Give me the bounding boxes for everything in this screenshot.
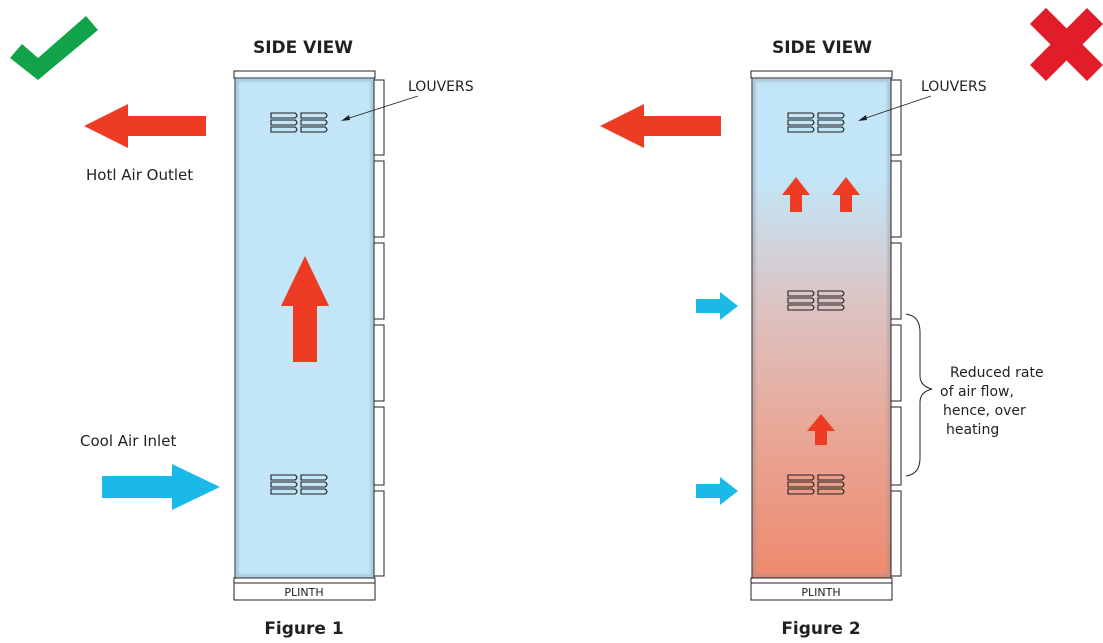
- louvers-label: LOUVERS: [408, 79, 474, 95]
- side-panels: [890, 79, 902, 577]
- figure-1-title: SIDE VIEW: [253, 38, 353, 58]
- note-line-2: of air flow,: [940, 384, 1014, 400]
- reduced-flow-note: Reduced rate of air flow, hence, over he…: [940, 365, 1048, 438]
- louvers-leader: [342, 95, 419, 121]
- leader-arrowhead: [858, 115, 867, 121]
- cabinet-inner-shadow: [235, 78, 374, 578]
- cool-air-inlet-arrow: [102, 464, 220, 510]
- reduced-flow-brace: [905, 313, 933, 477]
- figure-2-caption: Figure 2: [781, 619, 860, 639]
- outlet-label: Hotl Air Outlet: [86, 166, 193, 184]
- note-line-3: hence, over: [943, 403, 1026, 419]
- cool-air-inlet-arrow: [696, 477, 738, 505]
- note-line-1: Reduced rate: [950, 365, 1044, 381]
- leader-arrowhead: [341, 115, 350, 121]
- inlet-label: Cool Air Inlet: [80, 432, 176, 450]
- hot-air-outlet-arrow: [600, 104, 721, 148]
- side-panels: [373, 79, 385, 577]
- cabinet-top-cap: [233, 70, 376, 79]
- figure-2-title: SIDE VIEW: [772, 38, 872, 58]
- figure-2: SIDE VIEW PLINTH LOUVERS: [600, 8, 1103, 639]
- small-up-arrow: [782, 177, 810, 212]
- figure-1-caption: Figure 1: [264, 619, 343, 639]
- plinth-label: PLINTH: [284, 586, 323, 599]
- note-line-4: heating: [946, 422, 999, 438]
- cabinet-top-cap: [750, 70, 893, 79]
- check-mark-icon: [10, 16, 98, 80]
- airflow-up-arrow: [281, 256, 329, 362]
- figure-1: SIDE VIEW PLINTH LOUVERS Hotl Air Outlet: [10, 16, 474, 639]
- louvers-label: LOUVERS: [921, 79, 987, 95]
- cool-air-inlet-arrow: [696, 292, 738, 320]
- small-up-arrow: [807, 414, 835, 445]
- plinth-label: PLINTH: [801, 586, 840, 599]
- small-up-arrow: [832, 177, 860, 212]
- louvers-leader: [859, 95, 932, 121]
- cross-mark-icon: [1030, 8, 1103, 81]
- cabinet-body: [751, 77, 892, 579]
- hot-air-outlet-arrow: [84, 104, 206, 148]
- cabinet-inner-shadow: [752, 78, 891, 578]
